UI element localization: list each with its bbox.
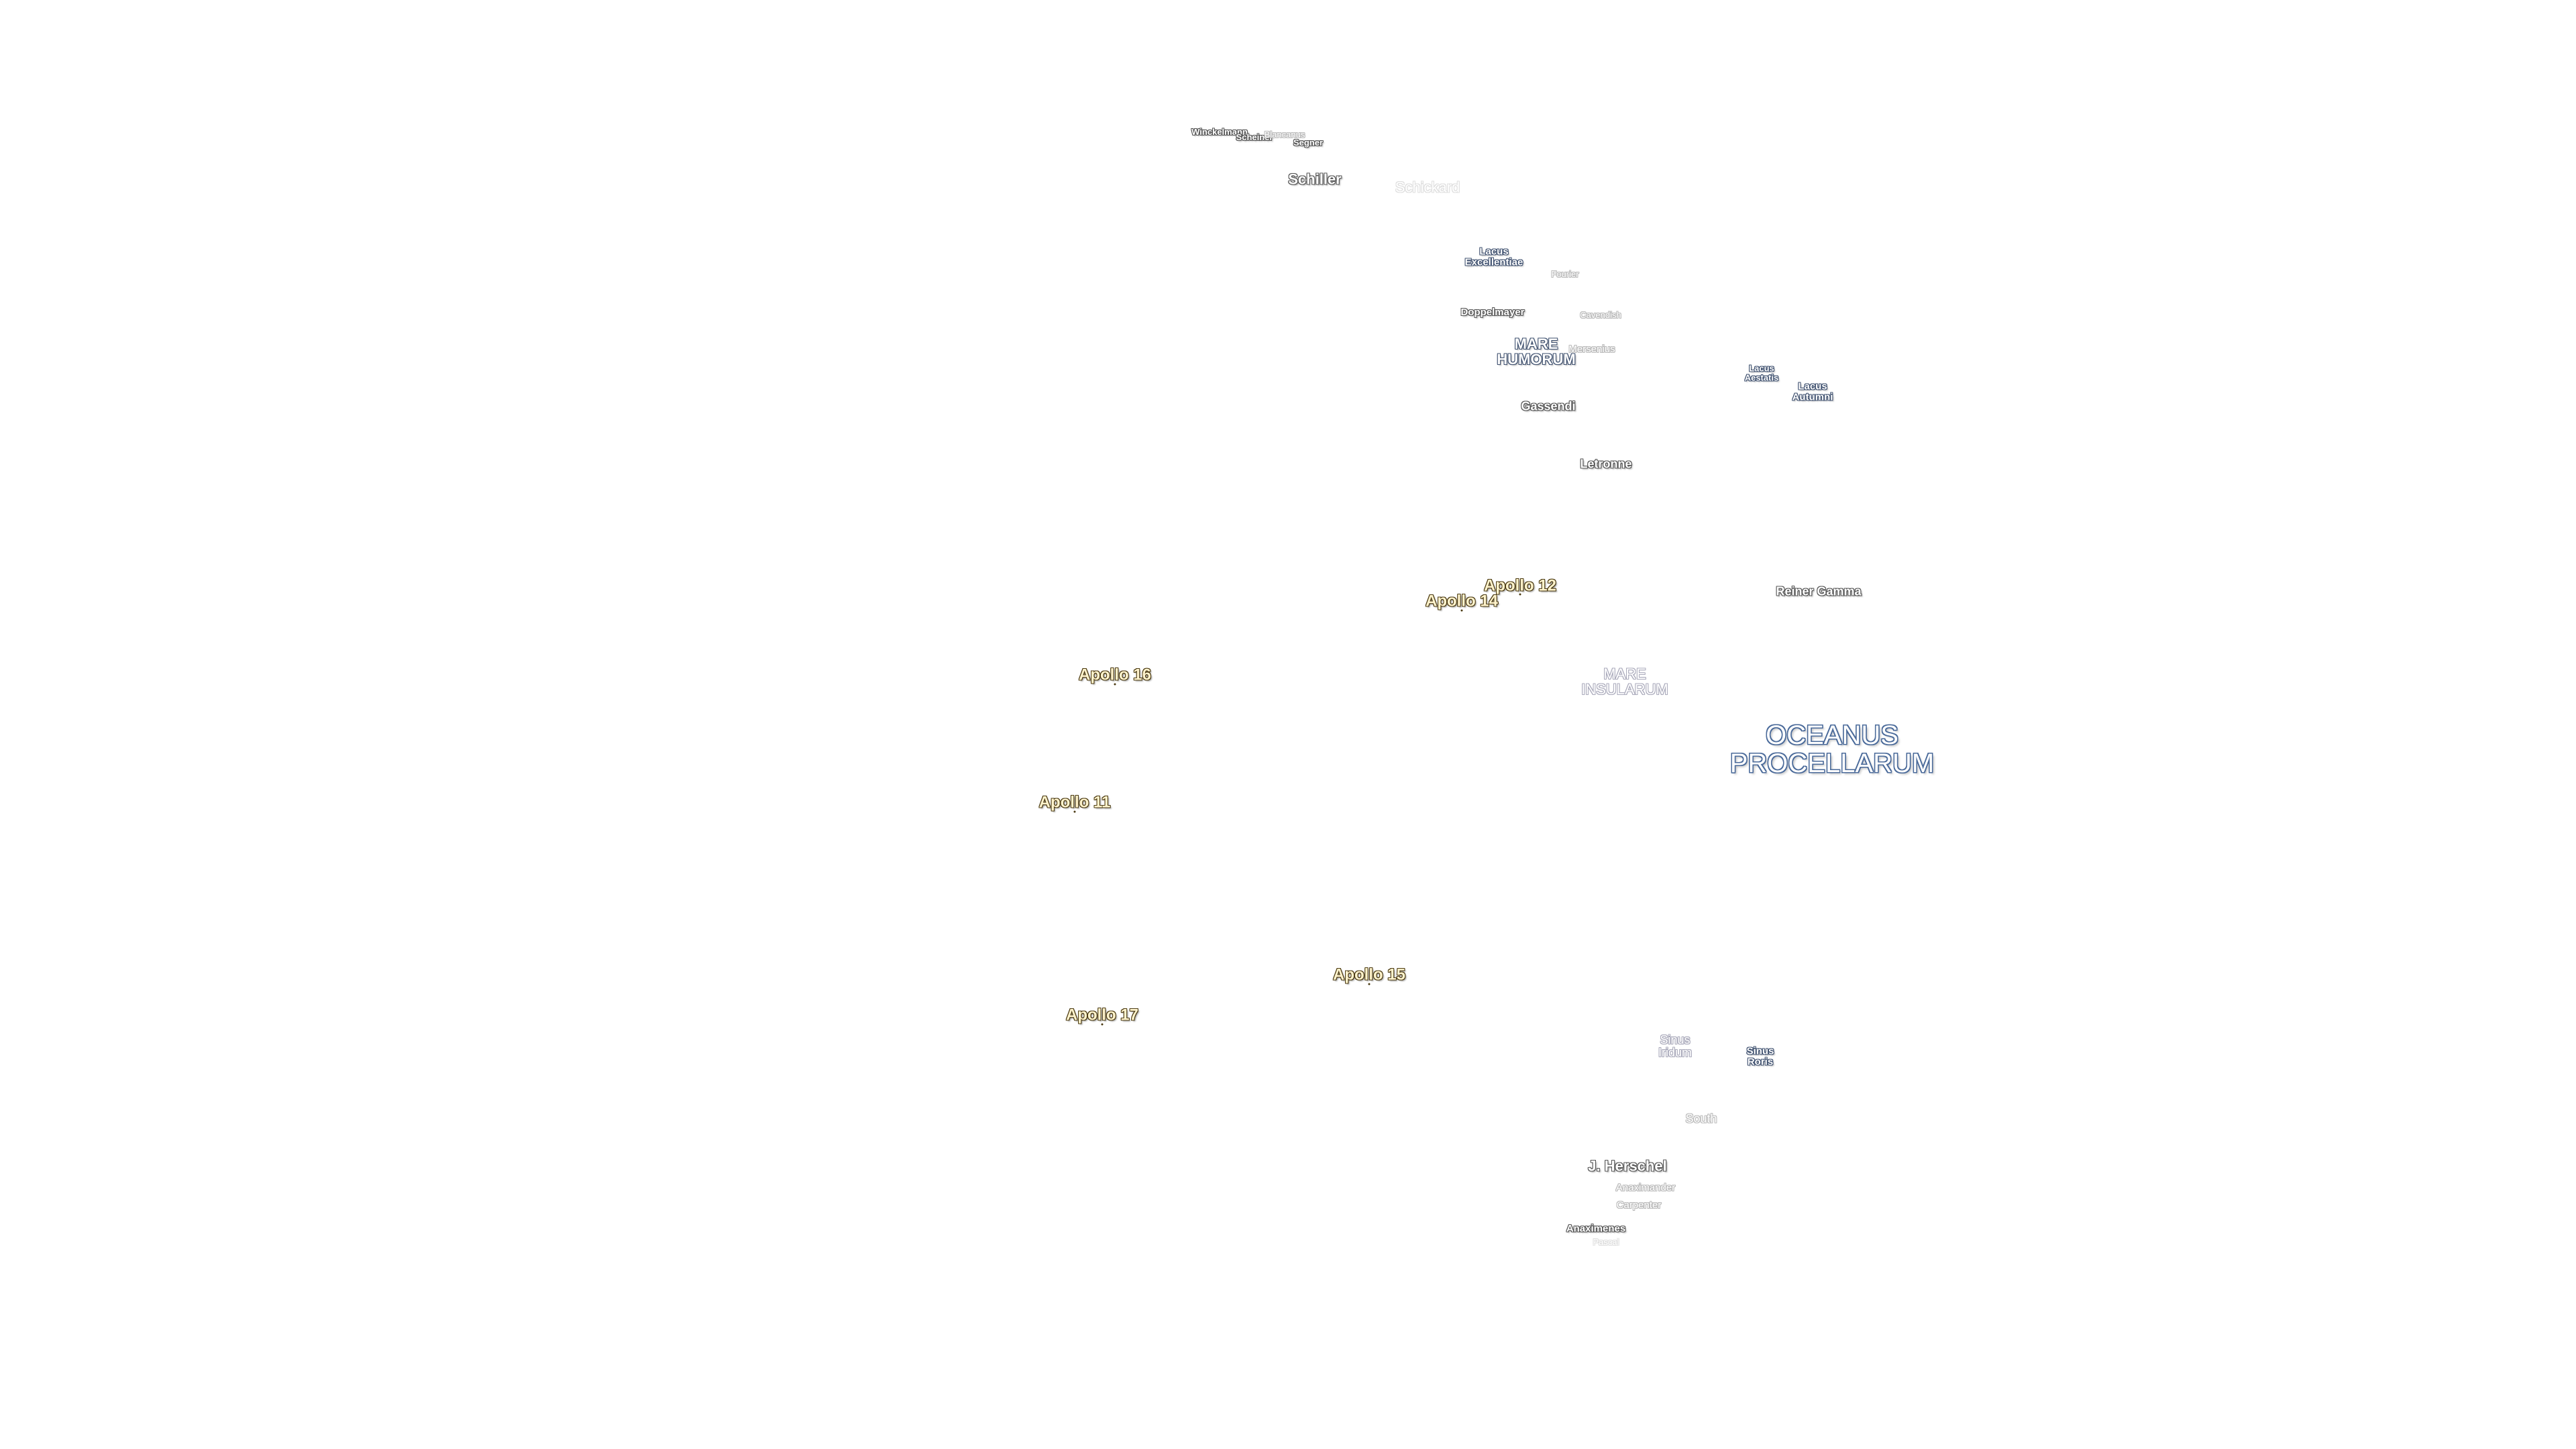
mare-label-insularum: MARE INSULARUM bbox=[1581, 665, 1668, 698]
crater-label-carpenter: Carpenter bbox=[1616, 1199, 1662, 1212]
landing-site-marker-apollo-17 bbox=[1101, 1023, 1104, 1026]
crater-label-gassendi: Gassendi bbox=[1521, 399, 1576, 413]
landing-site-marker-apollo-14 bbox=[1460, 609, 1463, 612]
crater-label-anaximenes: Anaximenes bbox=[1566, 1223, 1626, 1235]
ocean-label-procellarum: OCEANUS PROCELLARUM bbox=[1729, 720, 1935, 778]
crater-label-fourier: Fourier bbox=[1551, 269, 1579, 280]
feature-label-reiner-gamma: Reiner Gamma bbox=[1776, 584, 1862, 598]
landing-site-label-apollo-15: Apollo 15 bbox=[1332, 965, 1406, 984]
crater-label-winckelmann: Winckelmann bbox=[1191, 127, 1248, 138]
lake-label-lacus-excellentiae: Lacus Excellentiae bbox=[1464, 246, 1523, 268]
crater-label-cavendish: Cavendish bbox=[1580, 310, 1621, 321]
crater-label-south: South bbox=[1685, 1112, 1717, 1126]
landing-site-marker-apollo-16 bbox=[1114, 683, 1116, 686]
crater-label-pascal: Pascal bbox=[1593, 1237, 1619, 1248]
landing-site-label-apollo-14: Apollo 14 bbox=[1425, 592, 1499, 610]
crater-label-anaximander: Anaximander bbox=[1615, 1182, 1676, 1194]
bay-label-sinus-roris: Sinus Roris bbox=[1746, 1045, 1774, 1067]
landing-site-label-apollo-16: Apollo 16 bbox=[1078, 665, 1152, 684]
lake-label-lacus-autumni: Lacus Autumni bbox=[1792, 380, 1833, 402]
crater-label-blancanus: Blancanus bbox=[1264, 129, 1305, 140]
landing-site-marker-apollo-15 bbox=[1368, 983, 1371, 985]
crater-label-schiller: Schiller bbox=[1288, 170, 1342, 188]
lake-label-lacus-aestatis: Lacus Aestatis bbox=[1744, 363, 1779, 382]
landing-site-label-apollo-17: Apollo 17 bbox=[1065, 1006, 1139, 1024]
crater-label-letronne: Letronne bbox=[1580, 457, 1632, 471]
crater-label-schickard: Schickard bbox=[1395, 178, 1460, 196]
crater-label-mersenius: Mersenius bbox=[1568, 343, 1615, 356]
crater-label-j-herschel: J. Herschel bbox=[1588, 1157, 1667, 1175]
landing-site-label-apollo-12: Apollo 12 bbox=[1483, 576, 1557, 595]
landing-site-marker-apollo-12 bbox=[1519, 593, 1521, 596]
landing-site-marker-apollo-11 bbox=[1073, 810, 1076, 813]
crater-label-doppelmayer: Doppelmayer bbox=[1460, 307, 1525, 319]
crater-label-segner: Segner bbox=[1293, 138, 1324, 148]
mare-label-humorum: MARE HUMORUM bbox=[1497, 335, 1576, 368]
landing-site-label-apollo-11: Apollo 11 bbox=[1038, 793, 1111, 812]
crater-label-scheiner: Scheiner bbox=[1236, 132, 1273, 143]
bay-label-sinus-iridum: Sinus Iridum bbox=[1658, 1033, 1693, 1059]
